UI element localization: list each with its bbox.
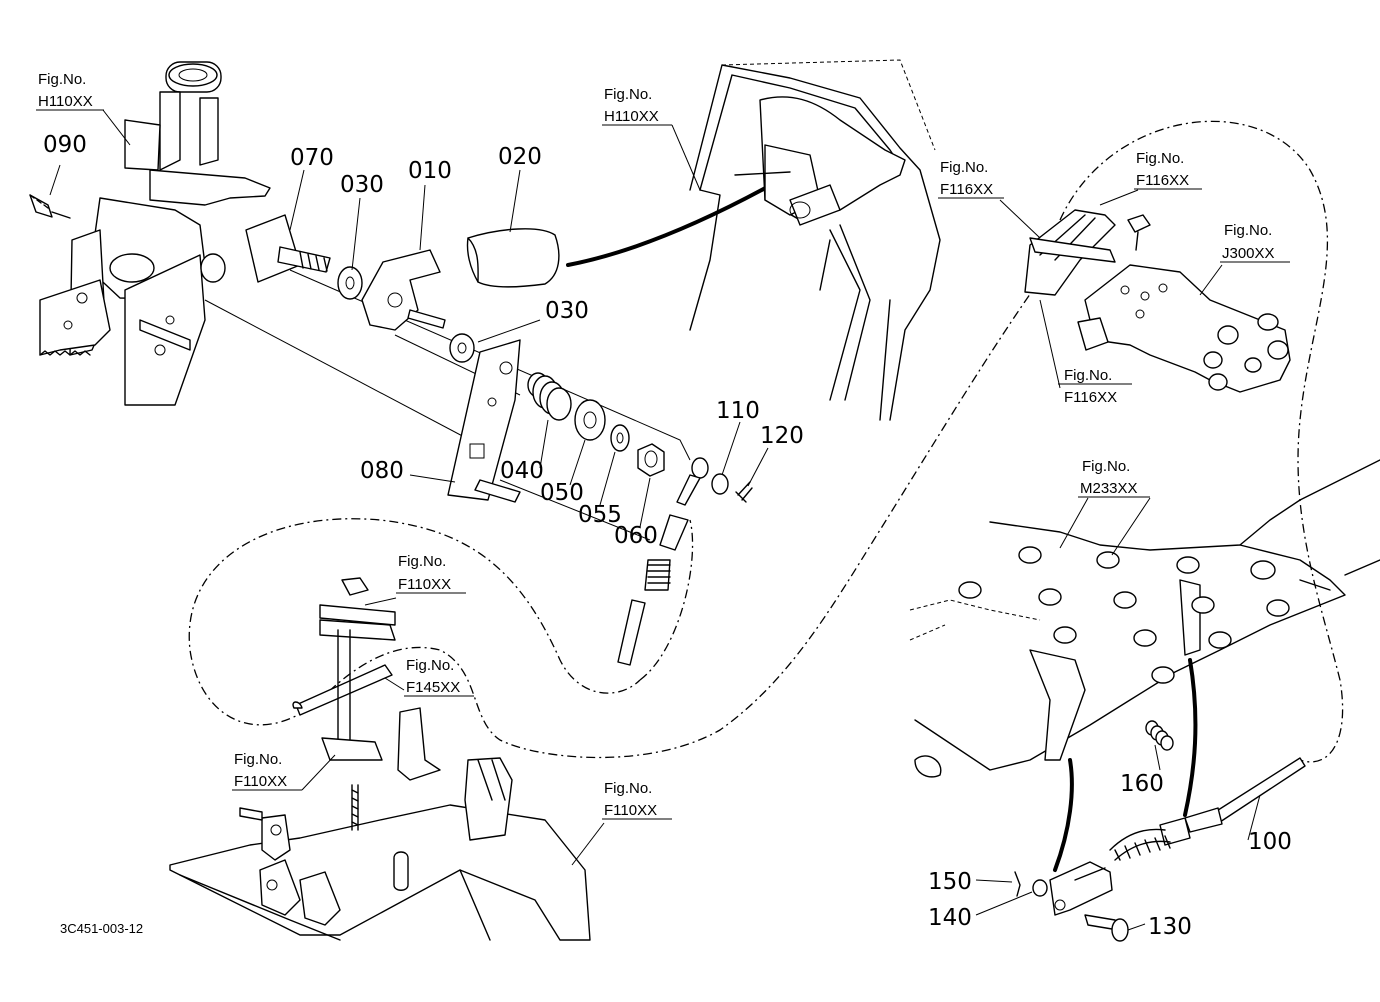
part-label-120: 120 xyxy=(760,423,804,449)
part-label-140: 140 xyxy=(928,905,972,931)
part-clevis xyxy=(1049,861,1113,916)
part-label-040: 040 xyxy=(500,458,544,484)
part-label-100: 100 xyxy=(1248,829,1292,855)
fig-ref-label: Fig.No. xyxy=(1224,222,1272,239)
fig-ref-number: H110XX xyxy=(38,93,93,110)
mount-group-boundary xyxy=(188,279,1041,759)
part-030-washer xyxy=(337,266,363,300)
part-label-050: 050 xyxy=(540,480,584,506)
fig-ref-2[interactable]: Fig.No. H110XX xyxy=(602,86,672,126)
fig-ref-number: F110XX xyxy=(398,576,451,593)
fig-ref-number: F116XX xyxy=(1136,172,1189,189)
part-010-pedal-arm xyxy=(361,249,441,331)
part-120-pin xyxy=(735,481,753,503)
fig-ref-1[interactable]: Fig.No. H110XX xyxy=(36,71,104,111)
part-label-010: 010 xyxy=(408,158,452,184)
fig-ref-label: Fig.No. xyxy=(1136,150,1184,167)
fig-ref-9[interactable]: Fig.No. F145XX xyxy=(404,657,474,697)
fig-ref-number: F116XX xyxy=(940,181,993,198)
fig-ref-number: M233XX xyxy=(1080,480,1138,497)
part-label-055: 055 xyxy=(578,502,622,528)
part-label-130: 130 xyxy=(1148,914,1192,940)
part-140-washer xyxy=(1032,879,1048,897)
fig-ref-3[interactable]: Fig.No. F116XX xyxy=(938,159,1004,199)
fig-ref-label: Fig.No. xyxy=(604,780,652,797)
fig-ref-number: J300XX xyxy=(1222,245,1275,262)
part-040-spring xyxy=(527,372,572,421)
lever-bracket-assembly xyxy=(29,61,271,406)
fig-ref-number: F110XX xyxy=(234,773,287,790)
part-label-110: 110 xyxy=(716,398,760,424)
plate-holes xyxy=(958,546,1290,684)
part-030-washer-2 xyxy=(449,333,475,363)
part-label-060: 060 xyxy=(614,523,658,549)
part-label-030: 030 xyxy=(340,172,384,198)
fig-ref-label: Fig.No. xyxy=(1064,367,1112,384)
part-060-nut xyxy=(637,443,665,477)
part-070-plate xyxy=(245,214,301,283)
fig-ref-label: Fig.No. xyxy=(398,553,446,570)
part-label-080: 080 xyxy=(360,458,404,484)
mount-bracket-assembly xyxy=(169,577,591,941)
part-100-cable xyxy=(1049,757,1306,916)
fig-ref-label: Fig.No. xyxy=(604,86,652,103)
part-020-pedal-pad xyxy=(466,228,560,288)
valve-assembly xyxy=(1024,209,1291,393)
fig-ref-label: Fig.No. xyxy=(1082,458,1130,475)
exploded-parts-chain xyxy=(204,214,753,666)
part-070-bolt xyxy=(277,246,331,273)
part-050-washer xyxy=(574,399,606,441)
pedal-pointer-line xyxy=(566,178,782,267)
lever-cable-route xyxy=(639,519,694,681)
leader-lines xyxy=(49,109,1261,931)
fig-ref-label: Fig.No. xyxy=(234,751,282,768)
part-110-washer xyxy=(711,473,729,495)
part-label-020: 020 xyxy=(498,144,542,170)
part-label-160: 160 xyxy=(1120,771,1164,797)
fig-ref-8[interactable]: Fig.No. F110XX xyxy=(396,553,466,594)
fig-ref-label: Fig.No. xyxy=(38,71,86,88)
cable-group-boundary xyxy=(1059,120,1344,763)
fig-ref-7[interactable]: Fig.No. M233XX xyxy=(1078,458,1150,498)
part-055-washer xyxy=(610,424,630,452)
part-label-090: 090 xyxy=(43,132,87,158)
fig-ref-number: H110XX xyxy=(604,108,659,125)
diagram-code: 3C451-003-12 xyxy=(60,921,143,936)
fig-ref-number: F110XX xyxy=(604,802,657,819)
fig-ref-10[interactable]: Fig.No. F110XX xyxy=(232,751,302,791)
fig-ref-label: Fig.No. xyxy=(940,159,988,176)
fig-ref-label: Fig.No. xyxy=(406,657,454,674)
fig-ref-6[interactable]: Fig.No. F116XX xyxy=(1058,367,1132,406)
part-label-070: 070 xyxy=(290,145,334,171)
fig-ref-11[interactable]: Fig.No. F110XX xyxy=(602,780,672,820)
part-label-030-2: 030 xyxy=(545,298,589,324)
fig-ref-5[interactable]: Fig.No. J300XX xyxy=(1220,222,1290,263)
part-160-spring xyxy=(1145,720,1174,751)
part-130-pin xyxy=(1084,914,1129,942)
floor-plate-assembly xyxy=(909,459,1380,872)
part-080-bracket xyxy=(447,339,521,501)
part-label-150: 150 xyxy=(928,869,972,895)
part-150-cotter-pin xyxy=(1014,871,1021,897)
fig-ref-number: F116XX xyxy=(1064,389,1117,406)
fig-ref-number: F145XX xyxy=(406,679,460,696)
cable-end-fitting xyxy=(617,457,709,666)
fig-ref-4[interactable]: Fig.No. F116XX xyxy=(1134,150,1202,190)
pedal-panel-frame xyxy=(689,59,941,421)
